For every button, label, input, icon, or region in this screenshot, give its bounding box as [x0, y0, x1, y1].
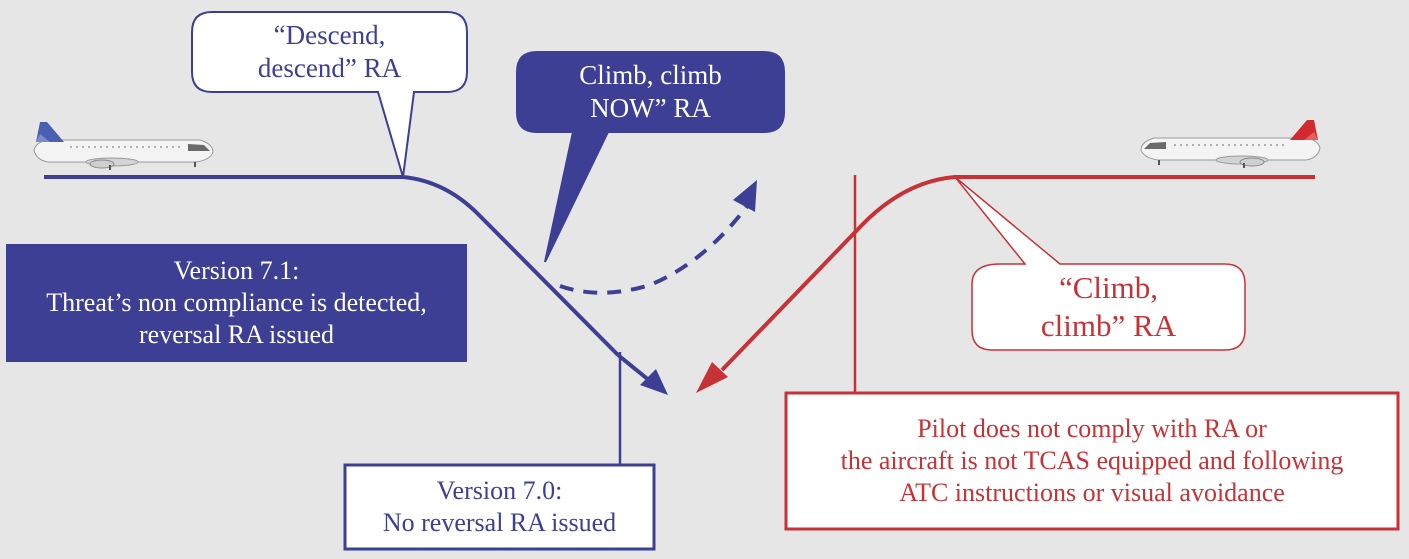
- v70-box-line1: Version 7.0:: [436, 476, 563, 506]
- v71-box-line3: reversal RA issued: [139, 319, 334, 349]
- reversal-dashed-path: [559, 203, 750, 295]
- descend-callout-shape: [191, 11, 468, 178]
- climb-callout-line2: climb” RA: [1040, 308, 1177, 343]
- descend-callout-line1: “Descend,: [273, 20, 386, 51]
- v70-box-shape: [343, 463, 656, 551]
- red-path-arrowhead: [696, 362, 728, 393]
- descend-callout: “Descend, descend” RA: [192, 12, 467, 92]
- v70-box: Version 7.0: No reversal RA issued: [345, 465, 654, 549]
- climb-callout: “Climb, climb” RA: [972, 264, 1245, 350]
- pilot-box-line1: Pilot does not comply with RA or: [917, 414, 1267, 444]
- climb-now-callout: Climb, climb NOW” RA: [517, 52, 784, 132]
- pilot-box: Pilot does not comply with RA or the air…: [786, 393, 1398, 529]
- pilot-box-line2: the aircraft is not TCAS equipped and fo…: [840, 446, 1344, 476]
- red-flight-path: [720, 175, 1315, 372]
- climb-now-callout-line2: NOW” RA: [590, 93, 711, 123]
- v71-box-line2: Threat’s non compliance is detected,: [46, 288, 427, 318]
- v71-box: Version 7.1: Threat’s non compliance is …: [6, 244, 467, 362]
- red-aircraft-icon: [1140, 120, 1321, 168]
- climb-now-callout-shape: [516, 51, 785, 263]
- climb-callout-shape: [954, 176, 1246, 351]
- descend-callout-line2: descend” RA: [257, 53, 402, 83]
- v71-box-line1: Version 7.1:: [173, 256, 300, 286]
- v70-box-line2: No reversal RA issued: [382, 508, 617, 537]
- climb-callout-line1: “Climb,: [1058, 270, 1159, 306]
- pilot-box-line3: ATC instructions or visual avoidance: [899, 477, 1285, 507]
- reversal-arrowhead: [733, 180, 757, 212]
- pilot-box-shape: [784, 391, 1400, 531]
- blue-flight-path: [44, 175, 620, 357]
- blue-aircraft-icon: [33, 122, 214, 170]
- v71-box-shape: [6, 244, 467, 362]
- blue-path-arrowhead: [640, 369, 668, 395]
- climb-now-callout-line1: Climb, climb: [579, 60, 722, 91]
